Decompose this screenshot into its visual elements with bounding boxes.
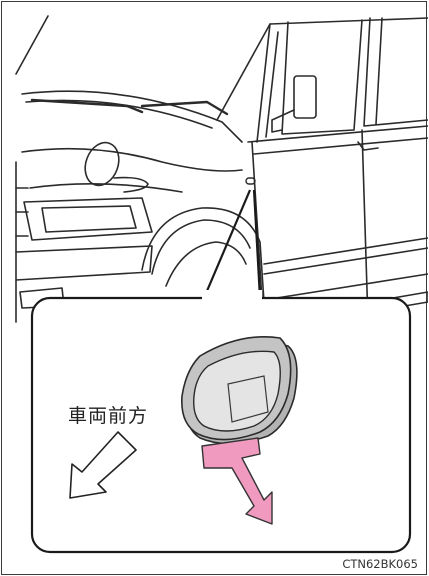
front-bumper	[16, 246, 152, 280]
callout-line-left	[204, 190, 250, 298]
side-turn-lamp	[246, 178, 255, 184]
fender-mirror	[79, 138, 124, 190]
hood-line	[22, 91, 242, 142]
wheel-arch	[142, 208, 264, 302]
windshield-pillar	[217, 18, 428, 120]
figure-code-label: CTN62BK065	[342, 557, 418, 571]
antenna-line	[16, 16, 48, 74]
vehicle-front-label: 車両前方	[68, 401, 148, 428]
side-mirror	[294, 76, 316, 118]
fender-top	[22, 149, 242, 171]
